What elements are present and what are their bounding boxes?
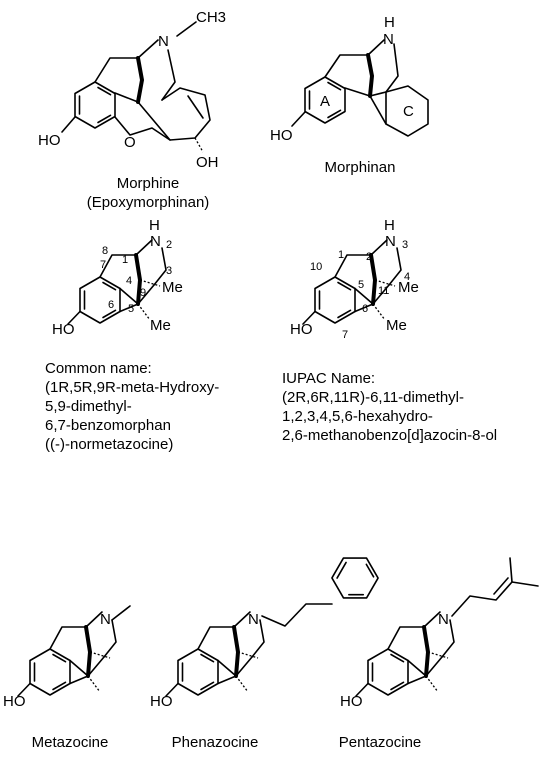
normetazocine-methyl-5: Me xyxy=(150,317,171,334)
locant-iupac-2: 2 xyxy=(366,251,372,263)
locant-9: 9 xyxy=(140,287,146,299)
locant-iupac-11: 11 xyxy=(378,285,389,297)
phenazocine-name: Phenazocine xyxy=(172,734,259,751)
locant-3: 3 xyxy=(166,265,172,277)
locant-iupac-7: 7 xyxy=(342,329,348,341)
normetazocine-hydroxyl: HO xyxy=(52,321,75,338)
pentazocine-hydroxyl: HO xyxy=(340,693,363,710)
iupac-hydrogen: H xyxy=(384,217,395,234)
locant-2: 2 xyxy=(166,239,172,251)
morphine-nitrogen: N xyxy=(158,33,169,50)
locant-4: 4 xyxy=(126,275,132,287)
common-name-line-2: (1R,5R,9R-meta-Hydroxy- xyxy=(45,379,219,396)
normetazocine-nitrogen: N xyxy=(150,233,161,250)
common-name-line-1: Common name: xyxy=(45,360,152,377)
common-name-line-5: ((-)-normetazocine) xyxy=(45,436,173,453)
morphine-methyl: CH3 xyxy=(196,9,226,26)
phenazocine-nitrogen: N xyxy=(248,611,259,628)
ring-label-a: A xyxy=(320,93,330,110)
locant-iupac-6: 6 xyxy=(362,303,368,315)
locant-iupac-1: 1 xyxy=(338,249,344,261)
common-name-line-4: 6,7-benzomorphan xyxy=(45,417,171,434)
morphinan-structure xyxy=(291,39,429,137)
morphinan-hydroxyl: HO xyxy=(270,127,293,144)
morphinan-nitrogen: N xyxy=(383,31,394,48)
iupac-name-line-3: 1,2,3,4,5,6-hexahydro- xyxy=(282,408,433,425)
morphine-hydroxyl-left: HO xyxy=(38,132,61,149)
locant-1: 1 xyxy=(122,254,128,266)
morphinan-name: Morphinan xyxy=(325,159,396,176)
locant-5: 5 xyxy=(128,303,134,315)
phenazocine-hydroxyl: HO xyxy=(150,693,173,710)
ring-label-c: C xyxy=(403,103,414,120)
locant-iupac-3: 3 xyxy=(402,239,408,251)
iupac-hydroxyl: HO xyxy=(290,321,313,338)
iupac-name-line-2: (2R,6R,11R)-6,11-dimethyl- xyxy=(282,389,464,406)
iupac-methyl-6: Me xyxy=(386,317,407,334)
morphine-ether-oxygen: O xyxy=(124,134,136,151)
common-name-line-3: 5,9-dimethyl- xyxy=(45,398,132,415)
locant-7: 7 xyxy=(100,259,106,271)
morphinan-hydrogen: H xyxy=(384,14,395,31)
iupac-methyl-11: Me xyxy=(398,279,419,296)
morphine-hydroxyl-right: OH xyxy=(196,154,219,171)
phenazocine-structure xyxy=(166,547,385,696)
iupac-name-line-1: IUPAC Name: xyxy=(282,370,375,387)
iupac-structure xyxy=(303,240,401,324)
metazocine-structure xyxy=(18,605,131,696)
metazocine-hydroxyl: HO xyxy=(3,693,26,710)
metazocine-nitrogen: N xyxy=(100,611,111,628)
locant-6: 6 xyxy=(108,299,114,311)
locant-iupac-5: 5 xyxy=(358,279,364,291)
locant-iupac-4: 4 xyxy=(404,271,410,283)
normetazocine-methyl-9: Me xyxy=(162,279,183,296)
pentazocine-structure xyxy=(356,557,539,696)
metazocine-name: Metazocine xyxy=(32,734,109,751)
locant-8: 8 xyxy=(102,245,108,257)
pentazocine-name: Pentazocine xyxy=(339,734,422,751)
locant-iupac-10: 10 xyxy=(310,261,322,273)
pentazocine-nitrogen: N xyxy=(438,611,449,628)
normetazocine-hydrogen: H xyxy=(149,217,160,234)
iupac-nitrogen: N xyxy=(385,233,396,250)
morphine-name: Morphine xyxy=(117,175,180,192)
normetazocine-structure xyxy=(68,240,166,324)
iupac-name-line-4: 2,6-methanobenzo[d]azocin-8-ol xyxy=(282,427,497,444)
morphine-subtitle: (Epoxymorphinan) xyxy=(87,194,210,211)
morphine-structure xyxy=(61,21,211,153)
